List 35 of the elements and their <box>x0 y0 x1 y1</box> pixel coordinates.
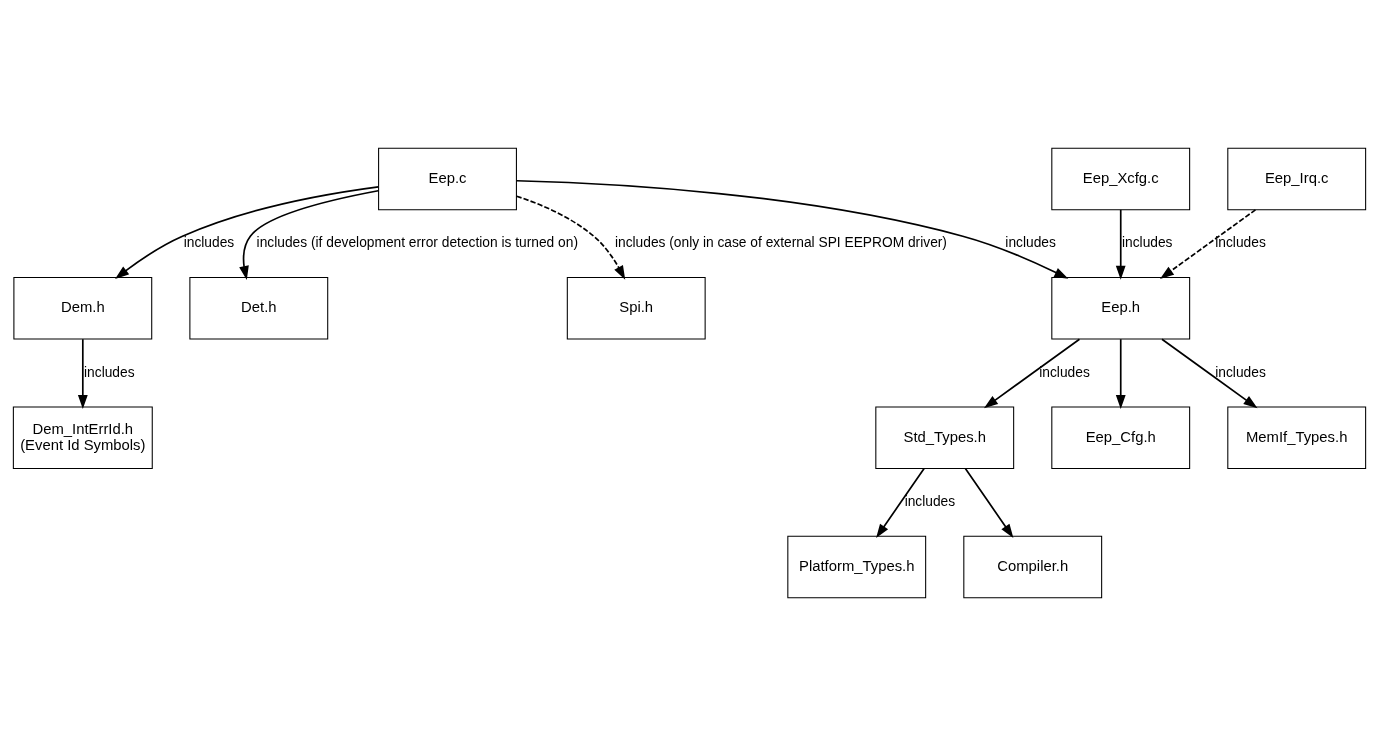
edge-label: includes (if development error detection is turned on) <box>256 234 578 250</box>
edge-label: includes <box>904 493 956 509</box>
arrow <box>515 179 1069 279</box>
edge-label: includes <box>84 364 135 380</box>
arrow <box>983 337 1081 408</box>
edge-label: includes <box>1005 234 1056 250</box>
arrow <box>239 189 380 280</box>
edge-label: includes <box>183 234 235 250</box>
node-box: Compiler.h <box>963 535 1103 598</box>
node-box: Det.h <box>189 276 329 340</box>
node-box: Eep_Xcfg.c <box>1051 147 1191 210</box>
arrow <box>115 185 380 279</box>
node-box: Eep.c <box>378 147 517 210</box>
node-box: MemIf_Types.h <box>1227 405 1367 469</box>
node-box: Platform_Types.h <box>787 535 927 598</box>
edge-label: includes <box>1039 364 1090 380</box>
edge-label: includes (only in case of external SPI EEPROM driver) <box>614 234 947 250</box>
edge-label: includes <box>1121 234 1173 250</box>
node-box: Eep.h <box>1051 276 1191 340</box>
arrow <box>1159 208 1257 279</box>
arrow <box>77 337 88 409</box>
edge-label: includes <box>1215 234 1266 250</box>
arrow <box>1115 208 1126 280</box>
arrow <box>964 467 1014 538</box>
node-box: Spi.h <box>566 276 706 340</box>
node-box: Dem_IntErrId.h (Event Id Symbols) <box>12 405 153 469</box>
arrow <box>876 467 925 538</box>
edge-label: includes <box>1215 364 1266 380</box>
arrow <box>1161 337 1258 408</box>
node-box: Eep_Irq.c <box>1227 147 1367 210</box>
node-box: Dem.h <box>13 276 153 340</box>
node-box: Std_Types.h <box>875 405 1015 469</box>
node-box: Eep_Cfg.h <box>1051 405 1191 469</box>
arrow <box>515 194 626 280</box>
arrow <box>1115 337 1126 409</box>
